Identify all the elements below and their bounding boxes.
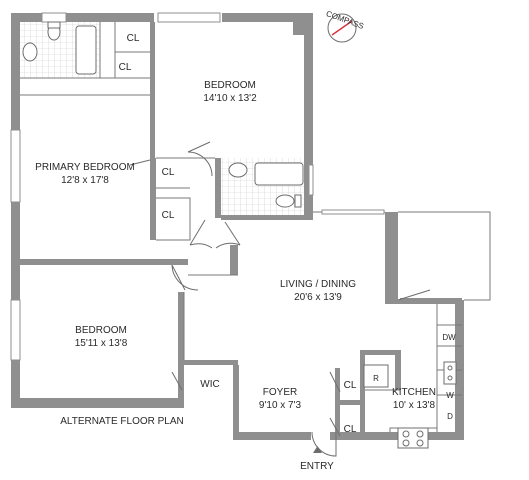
compass-needle-icon (331, 20, 353, 36)
compass: COMPASS (325, 9, 365, 43)
foyer-name: FOYER (263, 387, 297, 398)
closet-label: CL (127, 33, 140, 44)
dryer-label: D (447, 412, 453, 421)
appliance-labels: DW R W D (373, 333, 456, 421)
living-dining-dims: 20'6 x 13'9 (294, 292, 342, 303)
entry-label: ENTRY (300, 461, 334, 472)
closet-label: CL (344, 424, 357, 435)
bedroom-bottom-dims: 15'11 x 13'8 (75, 338, 128, 349)
closet-label: CL (119, 62, 132, 73)
room-labels: BEDROOM 14'10 x 13'2 PRIMARY BEDROOM 12'… (35, 80, 436, 411)
refrigerator-label: R (373, 374, 379, 383)
kitchen-name: KITCHEN (392, 387, 436, 398)
primary-bedroom-name: PRIMARY BEDROOM (35, 162, 135, 173)
washer-label: W (446, 391, 454, 400)
closet-labels: CL CL CL CL CL CL WIC (119, 33, 357, 435)
fixtures (22, 21, 457, 449)
dishwasher-label: DW (442, 333, 456, 342)
closet-label: CL (162, 167, 175, 178)
bedroom-top-name: BEDROOM (204, 80, 256, 91)
doors (129, 141, 431, 457)
living-dining-name: LIVING / DINING (280, 279, 356, 290)
entry-arrow-icon (313, 446, 322, 453)
alternate-floor-plan-label: ALTERNATE FLOOR PLAN (60, 416, 184, 427)
windows (10, 12, 385, 361)
foyer-dims: 9'10 x 7'3 (259, 400, 302, 411)
kitchen-dims: 10' x 13'8 (393, 400, 436, 411)
bedroom-top-dims: 14'10 x 13'2 (203, 93, 257, 104)
primary-bedroom-dims: 12'8 x 17'8 (61, 175, 109, 186)
closet-label: CL (162, 210, 175, 221)
bedroom-bottom-name: BEDROOM (75, 325, 127, 336)
walk-in-closet-label: WIC (200, 379, 219, 390)
closet-label: CL (344, 380, 357, 391)
